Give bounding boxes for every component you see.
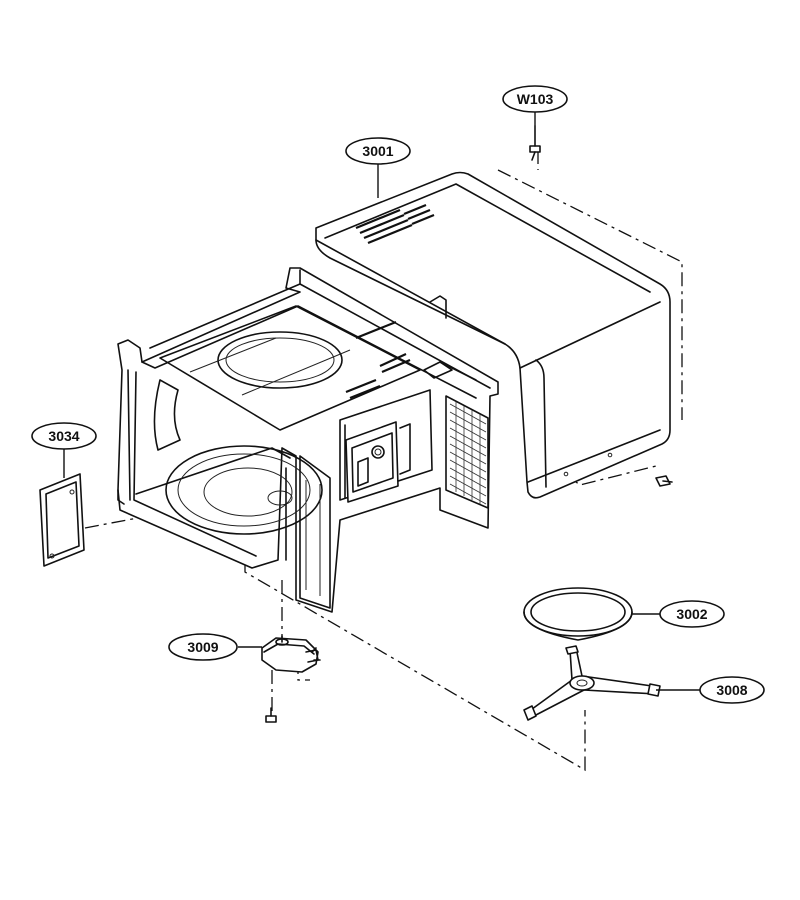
motor-screw xyxy=(265,707,277,723)
callout-3002: 3002 xyxy=(659,600,725,628)
callout-3034: 3034 xyxy=(31,422,97,450)
callout-3001: 3001 xyxy=(345,137,411,165)
callout-label: W103 xyxy=(517,91,554,107)
callout-3009: 3009 xyxy=(168,633,238,661)
screw-w103 xyxy=(529,125,541,161)
chassis-top-grille xyxy=(345,320,411,400)
callout-label: 3034 xyxy=(48,428,79,444)
turntable-motor xyxy=(261,635,321,673)
callout-label: 3002 xyxy=(676,606,707,622)
outer-cabinet xyxy=(315,171,671,499)
roller-guide-support xyxy=(523,645,661,721)
callout-label: 3008 xyxy=(716,682,747,698)
cabinet-bottom-screw xyxy=(655,475,673,487)
callout-w103: W103 xyxy=(502,85,568,113)
magnetron-assembly xyxy=(345,421,411,503)
cabinet-vent-grille xyxy=(355,203,435,245)
inner-chassis xyxy=(117,267,499,613)
callout-label: 3001 xyxy=(362,143,393,159)
glass-turntable-tray xyxy=(523,587,633,641)
waveguide-cover xyxy=(39,473,85,567)
callout-label: 3009 xyxy=(187,639,218,655)
chassis-vent xyxy=(445,395,489,509)
callout-3008: 3008 xyxy=(699,676,765,704)
